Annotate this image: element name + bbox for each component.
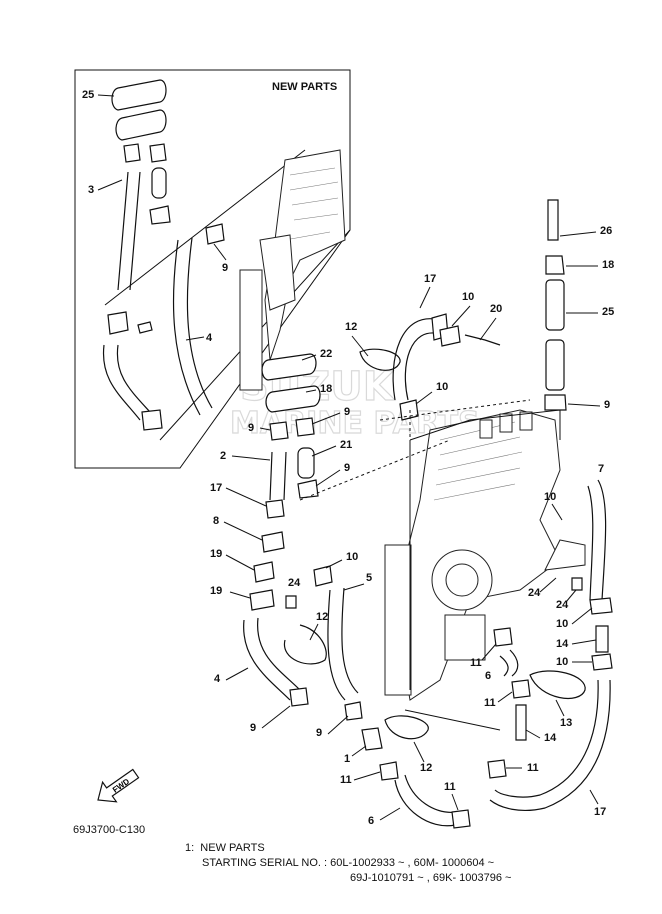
callout: 3: [88, 184, 94, 196]
callout: 12: [420, 762, 432, 774]
footnote-line-2: STARTING SERIAL NO. : 60L-1002933 ~ , 60…: [202, 857, 495, 869]
callout: 11: [470, 657, 482, 669]
callout: 19: [210, 548, 222, 560]
callout: 18: [320, 383, 332, 395]
main-parts: [243, 199, 613, 829]
callout: 24: [556, 599, 569, 611]
callout: 9: [222, 262, 228, 274]
callout: 20: [490, 303, 502, 315]
callout: 9: [316, 727, 322, 739]
callout: 9: [248, 422, 254, 434]
footnote-line-1: 1: NEW PARTS: [185, 842, 265, 854]
inset-parts: [102, 79, 225, 431]
callout: 10: [436, 381, 448, 393]
callout: 21: [340, 439, 352, 451]
callout: 4: [206, 332, 213, 344]
callout: 4: [214, 673, 221, 685]
callout: 22: [320, 348, 332, 360]
callout: 18: [602, 259, 614, 271]
callout: 26: [600, 225, 612, 237]
callout: 7: [598, 463, 604, 475]
callout: 9: [344, 462, 350, 474]
callout: 11: [484, 697, 496, 709]
callout: 12: [345, 321, 357, 333]
callout: 14: [556, 638, 569, 650]
callout: 9: [604, 399, 610, 411]
callout: 10: [556, 618, 568, 630]
callout: 24: [288, 577, 301, 589]
callout: 11: [444, 781, 456, 793]
callout: 2: [220, 450, 226, 462]
callout: 10: [346, 551, 358, 563]
callout: 25: [82, 89, 94, 101]
engine-block: [384, 409, 586, 731]
callout: 5: [366, 572, 372, 584]
callout: 6: [368, 815, 374, 827]
callout: 11: [340, 774, 352, 786]
inset-title: NEW PARTS: [272, 81, 337, 93]
callout: 9: [250, 722, 256, 734]
callout: 13: [560, 717, 572, 729]
callout: 1: [344, 753, 350, 765]
callout: 25: [602, 306, 614, 318]
callout: 17: [424, 273, 436, 285]
callout: 10: [462, 291, 474, 303]
callout: 17: [210, 482, 222, 494]
callout: 14: [544, 732, 557, 744]
fwd-arrow-icon: FWD: [97, 768, 140, 803]
callout-labels: 25 3 9 4 12 17 10 20 22 18 10 9 9 21 2 9…: [82, 89, 614, 827]
callout: 10: [544, 491, 556, 503]
callout: 19: [210, 585, 222, 597]
diagram-code: 69J3700-C130: [73, 824, 146, 836]
callout: 17: [594, 806, 606, 818]
footnote-line-3: 69J-1010791 ~ , 69K- 1003796 ~: [350, 872, 512, 884]
callout: 12: [316, 611, 328, 623]
callout: 9: [344, 406, 350, 418]
callout: 6: [485, 670, 491, 682]
callout: 8: [213, 515, 219, 527]
callout: 24: [528, 587, 541, 599]
callout: 10: [556, 656, 568, 668]
callout: 11: [527, 762, 539, 774]
inset-engine: [239, 149, 346, 391]
